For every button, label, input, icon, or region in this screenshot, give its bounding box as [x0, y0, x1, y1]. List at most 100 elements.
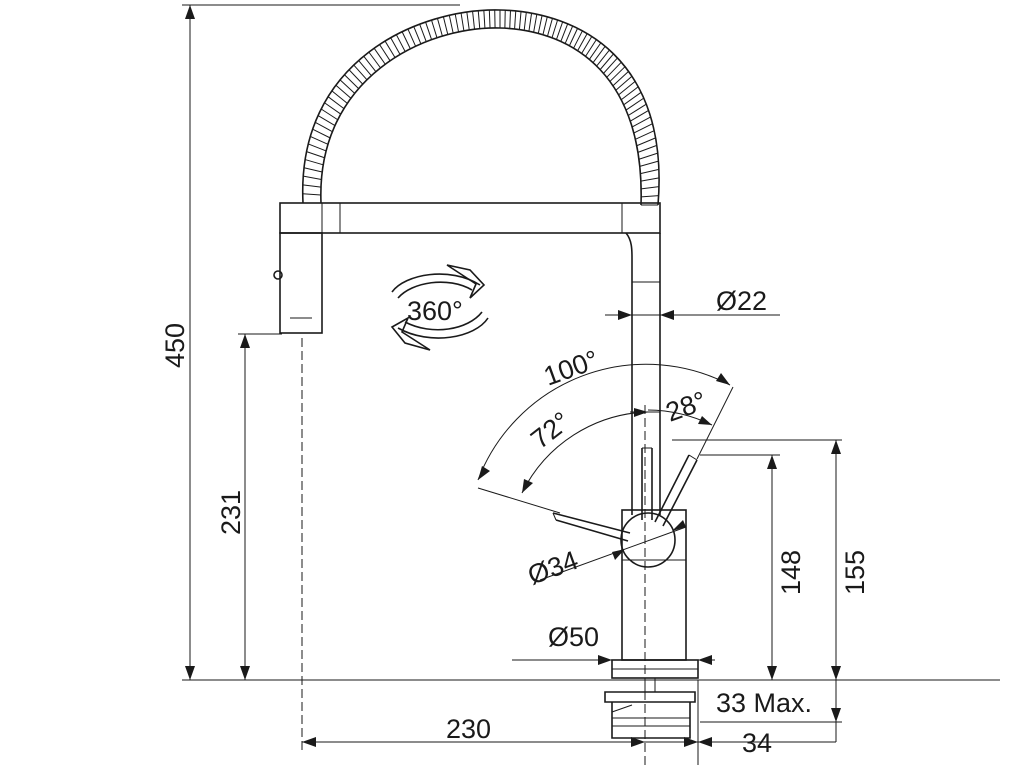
hose-coil-ring — [640, 168, 660, 175]
mounting-hardware — [604, 677, 696, 739]
hose-coil-ring — [514, 10, 517, 30]
hose-coil-ring — [551, 19, 559, 38]
hose-coil-ring — [592, 46, 606, 63]
hose-coil-ring — [348, 69, 364, 85]
hose-coil-ring — [368, 51, 381, 69]
lever-handle-forward — [552, 512, 631, 542]
hose-coil-ring — [344, 74, 359, 90]
hose-coil-ring — [606, 61, 622, 78]
hose-coil-ring — [373, 47, 386, 65]
hose-coil-ring — [431, 19, 438, 38]
rotation-360-icon — [390, 264, 489, 351]
hose-coil-ring — [425, 21, 433, 40]
hose-coil-ring — [379, 44, 391, 62]
hose-coil-ring — [363, 55, 377, 72]
label-height-155: 155 — [840, 550, 870, 595]
hose-coil-ring — [488, 10, 491, 29]
hose-coil-ring — [335, 84, 352, 99]
hose-coil-ring — [585, 39, 597, 57]
hose-coil-ring — [302, 184, 322, 188]
hose-coil-ring — [310, 135, 329, 145]
hose-coil-ring — [304, 159, 324, 166]
hose-coil-ring — [618, 81, 636, 96]
hose-coil-ring — [460, 12, 465, 31]
lever-handle-back — [654, 454, 698, 527]
hose-coil-ring — [303, 167, 323, 173]
label-deck-thickness: 33 Max. — [716, 688, 812, 718]
hose-coil-ring — [588, 42, 602, 60]
hose-coil-ring — [314, 121, 333, 133]
hose-coil-ring — [533, 14, 538, 33]
lever-handle-up — [641, 447, 653, 520]
spray-head — [279, 232, 323, 334]
label-total-height: 450 — [160, 323, 190, 368]
hose-coil-ring — [573, 30, 583, 49]
hose-coil-ring — [353, 64, 368, 81]
hose-coil-ring — [615, 75, 633, 91]
hose-coil-ring — [640, 177, 660, 182]
hose-coil-ring — [625, 97, 645, 111]
label-spout-height: 231 — [216, 490, 246, 535]
faucet-outline — [273, 9, 699, 739]
hose-coil-ring — [390, 37, 401, 55]
lever-knob — [620, 512, 676, 568]
hose-coil-ring — [641, 186, 660, 190]
hose-coil-ring — [528, 13, 533, 32]
dimension-labels: 450 231 148 155 Ø22 Ø50 Ø34 33 Max. 34 2… — [160, 286, 870, 758]
hose-coil-ring — [317, 115, 336, 127]
hose-coil-ring — [472, 11, 476, 30]
hose-coil-ring — [436, 18, 443, 37]
hose-coil-ring — [560, 23, 569, 42]
label-angle-100: 100° — [540, 344, 603, 391]
hose-coil-ring — [631, 116, 651, 128]
hose-coil-ring — [483, 10, 486, 29]
hose-coil-ring — [448, 15, 454, 34]
hose-coil-ring — [638, 152, 658, 160]
hose-coil-ring — [306, 151, 325, 159]
hose-coil-ring — [609, 66, 626, 82]
hose-coil-ring — [623, 91, 642, 106]
hose-coil-ring — [327, 96, 345, 110]
hose-coil-ring — [442, 16, 449, 35]
hose-coil-ring — [641, 195, 659, 198]
hose-coil-ring — [312, 128, 331, 139]
hose-coil-rings — [302, 9, 660, 206]
hose-coil-ring — [635, 130, 655, 140]
hose-coil-ring — [596, 49, 610, 67]
hose-coil-ring — [629, 109, 649, 122]
hose-coil-ring — [401, 31, 411, 50]
hose-coil-ring — [331, 90, 348, 104]
hose-coil-ring — [308, 143, 327, 152]
hose-coil-ring — [518, 11, 522, 30]
hose-coil-ring — [477, 10, 481, 29]
hose-coil-ring — [320, 108, 339, 121]
label-lever-diameter: Ø34 — [524, 545, 582, 591]
center-lines — [301, 338, 646, 765]
label-base-diameter: Ø50 — [548, 622, 599, 652]
hose-coil-ring — [523, 12, 527, 31]
hose-coil-ring — [581, 36, 593, 54]
label-height-148: 148 — [776, 550, 806, 595]
hose-coil-ring — [636, 137, 656, 147]
label-depth-34: 34 — [742, 728, 772, 758]
hose-coil-ring — [627, 103, 647, 116]
hose-coil-ring — [564, 25, 574, 44]
hose-coil-ring — [577, 33, 588, 51]
label-angle-72: 72° — [525, 406, 576, 455]
hose-coil-ring — [454, 13, 460, 33]
hose-coil-ring — [603, 57, 618, 74]
hose-coil-ring — [612, 71, 629, 87]
label-rotation: 360° — [407, 296, 463, 326]
spray-button — [273, 270, 283, 280]
hose-coil-ring — [542, 16, 548, 35]
label-spout-reach: 230 — [446, 714, 491, 744]
hose-coil-ring — [639, 160, 659, 167]
hose-coil-ring — [466, 11, 470, 31]
hose-coil-ring — [419, 24, 427, 42]
hose-coil-ring — [413, 26, 422, 45]
hose-coil-ring — [395, 34, 406, 52]
spout-bar — [279, 202, 661, 234]
hose-coil-ring — [599, 53, 614, 70]
hose-coil-ring — [509, 10, 511, 29]
